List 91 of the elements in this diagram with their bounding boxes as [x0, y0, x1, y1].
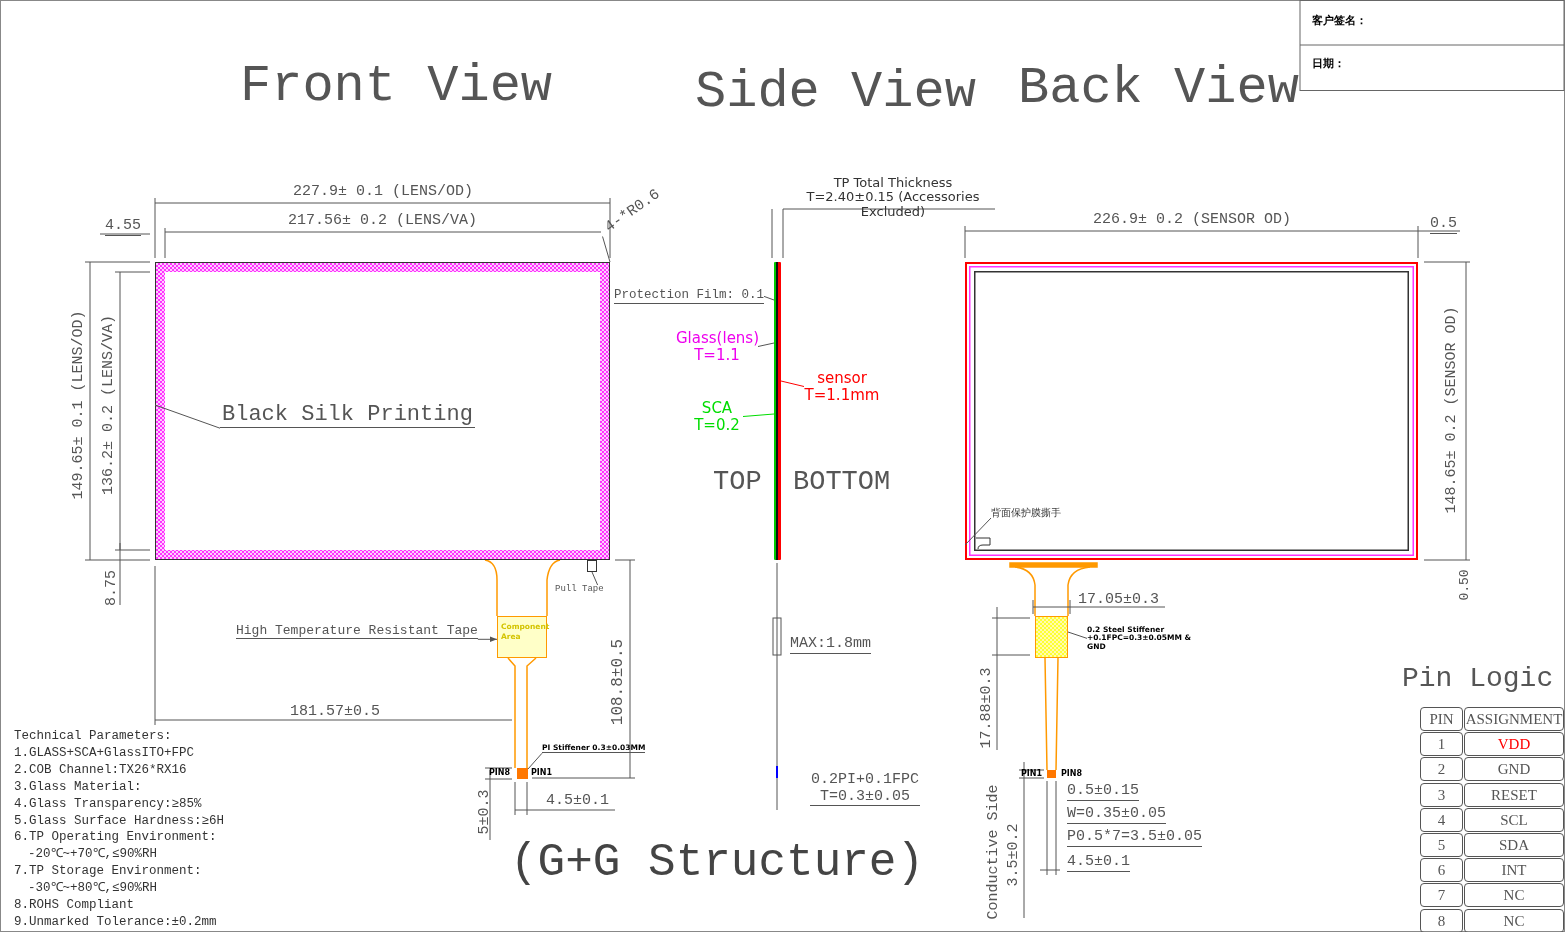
- dimension-text: 5±0.3: [476, 789, 494, 835]
- dimension-text: 217.56± 0.2 (LENS/VA): [288, 213, 478, 230]
- view-title: Side View: [695, 64, 976, 122]
- dimension-text: W=0.35±0.05: [1067, 806, 1167, 824]
- leader-line: [602, 236, 611, 263]
- pin-marker: PIN1: [531, 769, 553, 778]
- structure-caption: (G+G Structure): [510, 838, 925, 889]
- callout-text: High Temperature Resistant Tape: [236, 624, 478, 640]
- leader-line: [591, 571, 599, 586]
- pin-marker: PIN8: [489, 769, 511, 778]
- dimension-text: TP Total Thickness T=2.40±0.15 (Accessories Excluded): [805, 176, 981, 219]
- pin-number: 4: [1420, 807, 1463, 832]
- parameter-item: 6.TP Operating Environment: -20℃~+70℃,≤90%RH: [14, 829, 218, 864]
- pin-assignment: RESET: [1464, 782, 1564, 807]
- pin-number: 3: [1420, 782, 1463, 807]
- form-field-label: 日期：: [1312, 58, 1345, 71]
- parameter-item: 8.ROHS Compliant: [14, 897, 136, 914]
- pin-assignment: GND: [1464, 757, 1564, 782]
- leader-line: [154, 404, 221, 429]
- dimension-text: 181.57±0.5: [290, 704, 380, 721]
- back-panel: [965, 262, 1418, 560]
- dimension-text: MAX:1.8mm: [790, 636, 871, 654]
- pin-number: 7: [1420, 883, 1463, 908]
- pin-assignment: NC: [1464, 883, 1564, 908]
- dimension-text: 0.50: [1457, 569, 1473, 601]
- pin-number: 8: [1420, 908, 1463, 932]
- dimension-text: 17.05±0.3: [1078, 592, 1159, 609]
- parameter-item: 5.Glass Surface Hardness:≥6H: [14, 812, 226, 830]
- pin-number: 1: [1420, 732, 1463, 757]
- pull-tape-tab: [587, 560, 597, 572]
- front-panel: [155, 262, 610, 560]
- dimension-text: 3.5±0.2: [1005, 823, 1023, 887]
- parameters-heading: Technical Parameters:: [14, 728, 173, 745]
- dimension-text: 148.65± 0.2 (SENSOR OD): [1443, 306, 1461, 514]
- pin-number: 2: [1420, 757, 1463, 782]
- dimension-text: 0.2PI+0.1FPC T=0.3±0.05: [810, 772, 920, 806]
- dimension-text: 0.5: [1430, 216, 1457, 234]
- dimension-text: 136.2± 0.2 (LENS/VA): [100, 315, 118, 495]
- pin-marker: PIN1: [1021, 770, 1043, 779]
- parameter-item: 3.Glass Material:: [14, 778, 143, 796]
- pin-assignment: SDA: [1464, 833, 1564, 857]
- parameter-item: 9.Unmarked Tolerance:±0.2mm: [14, 913, 218, 931]
- leader-line: [964, 517, 992, 546]
- pin-assignment: SCL: [1464, 807, 1564, 832]
- dimension-text: 149.65± 0.1 (LENS/OD): [70, 310, 88, 500]
- table-header: PIN: [1420, 707, 1463, 731]
- dimension-text: 4.5±0.1: [1067, 854, 1130, 872]
- dimension-text: 17.88±0.3: [978, 667, 996, 749]
- pin-assignment: NC: [1464, 908, 1564, 932]
- callout-text: 背面保护膜撕手: [991, 507, 1061, 518]
- parameter-item: 2.COB Channel:TX26*RX16: [14, 761, 188, 779]
- pin-assignment: INT: [1464, 858, 1564, 883]
- callout-text: Protection Film: 0.1: [614, 289, 765, 304]
- pin-number: 5: [1420, 833, 1463, 857]
- dimension-text: 0.5±0.15: [1067, 783, 1139, 801]
- layer-label: Glass(lens) T=1.1: [676, 330, 758, 363]
- table-header: ASSIGNMENT: [1464, 707, 1564, 731]
- layer-stack: [774, 262, 781, 560]
- pin-number: 6: [1420, 858, 1463, 883]
- leader-line: [1067, 631, 1088, 639]
- parameter-item: 1.GLASS+SCA+GlassITO+FPC: [14, 744, 196, 762]
- callout-text: Black Silk Printing: [220, 403, 475, 429]
- leader-line: [780, 380, 805, 387]
- side-label: Conductive Side: [985, 784, 1003, 920]
- leader-line: [763, 295, 775, 301]
- callout-text: Pull Tape: [555, 585, 604, 595]
- pi-stiffener: [517, 768, 528, 779]
- layer-label: SCA T=0.2: [691, 400, 743, 433]
- arrow: [477, 636, 498, 643]
- parameter-item: 4.Glass Transparency:≥85%: [14, 795, 203, 813]
- dimension-text: 226.9± 0.2 (SENSOR OD): [1093, 212, 1292, 229]
- leader-line: [527, 752, 543, 770]
- dimension-text: 108.8±0.5: [610, 638, 628, 726]
- steel-stiffener: [1035, 616, 1068, 658]
- parameter-item: 7.TP Storage Environment: -30℃~+80℃,≤90%RH: [14, 863, 203, 897]
- dimension-text: 4.5±0.1: [546, 793, 609, 810]
- side-label: TOP: [713, 468, 762, 498]
- form-field-label: 客户签名：: [1312, 15, 1367, 28]
- section-title: Pin Logic: [1402, 664, 1554, 695]
- layer-label: sensor T=1.1mm: [804, 370, 880, 403]
- dimension-text: P0.5*7=3.5±0.05: [1067, 829, 1203, 847]
- leader-line: [757, 342, 775, 347]
- pin-assignment: VDD: [1464, 732, 1564, 757]
- dimension-text: 8.75: [103, 570, 121, 606]
- side-label: BOTTOM: [793, 468, 891, 498]
- pin-marker: PIN8: [1061, 770, 1083, 779]
- leader-line: [742, 413, 775, 417]
- dimension-text: 4.55: [105, 218, 141, 236]
- dimension-text: 227.9± 0.1 (LENS/OD): [293, 184, 474, 201]
- view-title: Front View: [240, 58, 553, 116]
- view-title: Back View: [1018, 60, 1299, 118]
